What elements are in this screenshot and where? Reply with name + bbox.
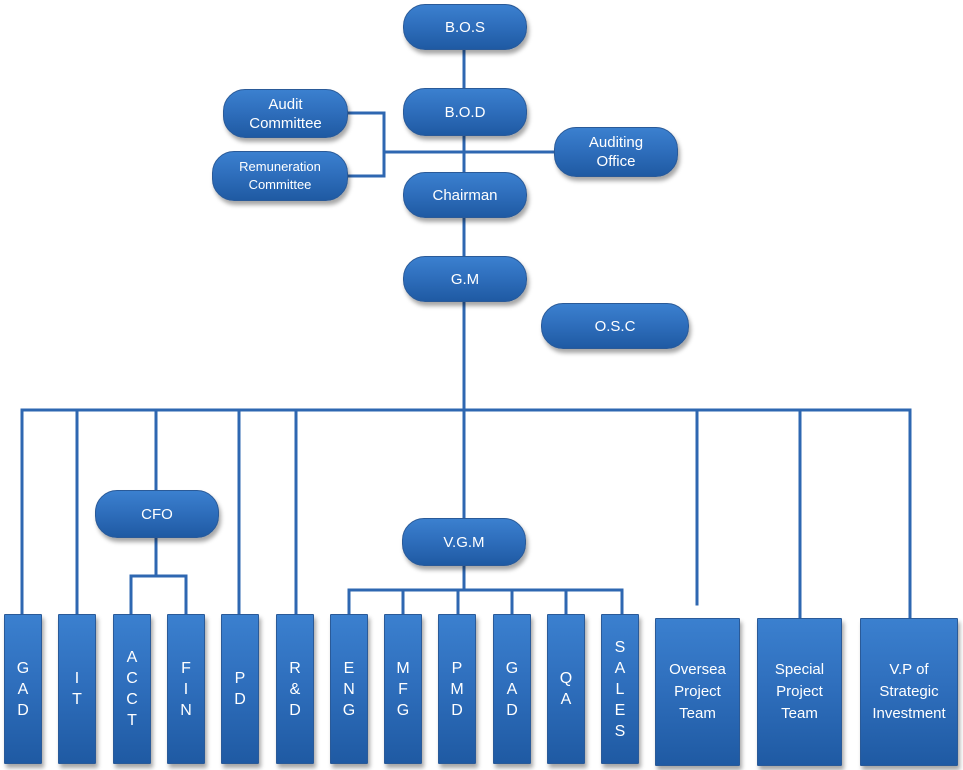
dept-vp-strategic-investment: V.P of Strategic Investment bbox=[860, 618, 958, 766]
dept-special-project-team: Special Project Team bbox=[757, 618, 842, 766]
dept-pd: P D bbox=[221, 614, 259, 764]
dept-acct: A C C T bbox=[113, 614, 151, 764]
node-auditing-office: Auditing Office bbox=[554, 127, 678, 177]
node-bod: B.O.D bbox=[403, 88, 527, 136]
node-bos: B.O.S bbox=[403, 4, 527, 50]
node-vgm: V.G.M bbox=[402, 518, 526, 566]
dept-it: I T bbox=[58, 614, 96, 764]
connector-committees-bracket bbox=[346, 111, 386, 178]
node-gm: G.M bbox=[403, 256, 527, 302]
node-chairman: Chairman bbox=[403, 172, 527, 218]
dept-mfg: M F G bbox=[384, 614, 422, 764]
connector-cfo-children bbox=[129, 574, 188, 616]
node-cfo: CFO bbox=[95, 490, 219, 538]
node-osc: O.S.C bbox=[541, 303, 689, 349]
node-audit-committee: Audit Committee bbox=[223, 89, 348, 138]
node-remuneration-committee: Remuneration Committee bbox=[212, 151, 348, 201]
dept-eng: E N G bbox=[330, 614, 368, 764]
dept-oversea-project-team: Oversea Project Team bbox=[655, 618, 740, 766]
dept-qa: Q A bbox=[547, 614, 585, 764]
dept-sales: S A L E S bbox=[601, 614, 639, 764]
dept-gad-2: G A D bbox=[493, 614, 531, 764]
dept-pmd: P M D bbox=[438, 614, 476, 764]
dept-gad-1: G A D bbox=[4, 614, 42, 764]
dept-rd: R & D bbox=[276, 614, 314, 764]
dept-fin: F I N bbox=[167, 614, 205, 764]
